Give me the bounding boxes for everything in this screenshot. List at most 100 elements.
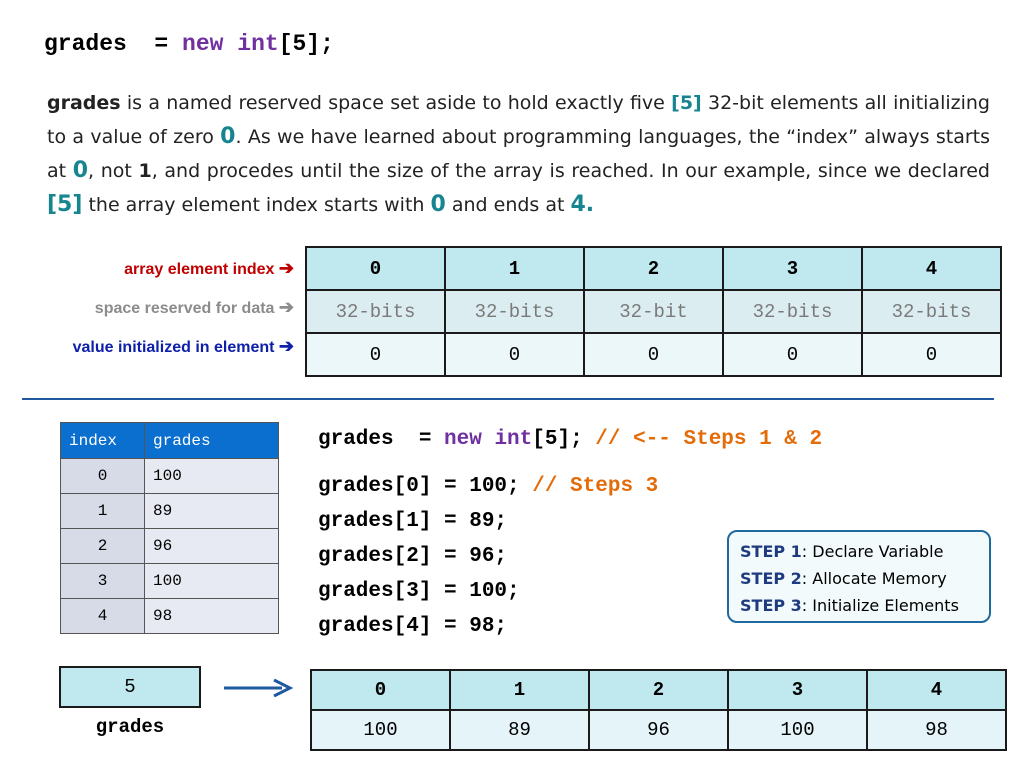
index-cell: 2 <box>583 246 724 291</box>
code-line-assign-0: grades[0] = 100; // Steps 3 <box>318 469 822 504</box>
label-index-text: array element index <box>124 261 275 278</box>
desc-one: 1 <box>138 160 152 182</box>
step-text: : Allocate Memory <box>801 569 947 588</box>
label-array-element-index: array element index ➔ <box>124 258 294 279</box>
space-cell: 32-bit <box>583 289 724 334</box>
value-cell: 0 <box>722 332 863 377</box>
label-value-text: value initialized in element <box>72 339 275 356</box>
code-comment-steps-1-2: // <-- Steps 1 & 2 <box>595 428 823 451</box>
desc-four: 4. <box>570 192 595 217</box>
desc-zero: 0 <box>220 124 236 149</box>
right-arrow-icon: ➔ <box>278 258 294 278</box>
row-index: 1 <box>60 493 145 529</box>
table-header-row: index grades <box>60 422 279 459</box>
value-cell: 98 <box>866 709 1007 751</box>
header-grades: grades <box>144 422 279 459</box>
index-cell: 3 <box>722 246 863 291</box>
space-cell: 32-bits <box>722 289 863 334</box>
row-grade: 89 <box>144 493 279 529</box>
space-cell: 32-bits <box>305 289 446 334</box>
row-index: 4 <box>60 598 145 634</box>
desc-zero-2: 0 <box>72 158 89 183</box>
code-line-declare: grades = new int[5]; // <-- Steps 1 & 2 <box>318 422 822 457</box>
label-space-text: space reserved for data <box>94 300 275 317</box>
section-divider <box>22 398 994 400</box>
desc-text-b: 32-bit elements all initializing to a va… <box>47 92 990 148</box>
space-row: 32-bits 32-bits 32-bit 32-bits 32-bits <box>305 289 1002 334</box>
code-line-assign-1: grades[1] = 89; <box>318 510 508 533</box>
code-comment-steps-3: // Steps 3 <box>532 475 659 498</box>
right-arrow-icon: ➔ <box>278 297 294 317</box>
row-grade: 100 <box>144 458 279 494</box>
step-item: STEP 1: Declare Variable <box>740 538 979 565</box>
code-rest: [5]; <box>532 428 596 451</box>
title-keyword-new: new <box>182 31 224 57</box>
code-keyword-new: new <box>444 428 482 451</box>
row-grade: 98 <box>144 598 279 634</box>
step-text: : Declare Variable <box>801 542 944 561</box>
index-cell: 3 <box>727 669 868 711</box>
label-space-reserved: space reserved for data ➔ <box>95 297 294 318</box>
desc-text-f: the array element index starts with <box>82 194 431 216</box>
right-arrow-icon: ➔ <box>278 336 294 356</box>
desc-five: [5] <box>671 92 702 114</box>
grades-table: index grades 0 100 1 89 2 96 3 100 4 98 <box>60 422 279 634</box>
code-assign-0: grades[0] = 100; <box>318 475 533 498</box>
index-cell: 2 <box>588 669 729 711</box>
index-row: 0 1 2 3 4 <box>310 669 1007 711</box>
code-keyword-int: int <box>494 428 533 451</box>
desc-text-d: , not <box>88 160 139 182</box>
row-index: 2 <box>60 528 145 564</box>
desc-text-e: , and procedes until the size of the arr… <box>151 160 990 182</box>
pointer-arrow-icon <box>224 678 294 698</box>
variable-name: grades <box>95 716 165 738</box>
title-code-line: grades = new int[5]; <box>44 31 334 57</box>
row-grade: 96 <box>144 528 279 564</box>
code-line-assign-3: grades[3] = 100; <box>318 580 520 603</box>
row-grade: 100 <box>144 563 279 599</box>
code-var: grades = <box>318 428 445 451</box>
desc-var: grades <box>47 92 121 114</box>
index-row: 0 1 2 3 4 <box>305 246 1002 291</box>
desc-text-c: . As we have learned about programming l… <box>47 126 990 182</box>
step-key: STEP 2 <box>740 569 802 588</box>
index-cell: 1 <box>444 246 585 291</box>
step-key: STEP 3 <box>740 596 802 615</box>
table-row: 3 100 <box>60 563 279 599</box>
header-index: index <box>60 422 145 459</box>
value-cell: 0 <box>444 332 585 377</box>
steps-callout: STEP 1: Declare Variable STEP 2: Allocat… <box>727 530 991 623</box>
index-cell: 0 <box>305 246 446 291</box>
title-assign: = <box>126 31 183 57</box>
value-cell: 100 <box>310 709 451 751</box>
code-line-assign-4: grades[4] = 98; <box>318 615 508 638</box>
table-row: 1 89 <box>60 493 279 529</box>
row-index: 3 <box>60 563 145 599</box>
value-row: 100 89 96 100 98 <box>310 709 1007 751</box>
title-keyword-int: int <box>237 31 279 57</box>
title-var: grades <box>44 31 127 57</box>
space-cell: 32-bits <box>861 289 1002 334</box>
value-cell: 0 <box>305 332 446 377</box>
value-cell: 0 <box>861 332 1002 377</box>
desc-text-g: and ends at <box>445 194 571 216</box>
value-cell: 89 <box>449 709 590 751</box>
result-array-table: 0 1 2 3 4 100 89 96 100 98 <box>310 669 1007 751</box>
desc-five-2: [5] <box>47 192 83 217</box>
step-item: STEP 3: Initialize Elements <box>740 592 979 619</box>
table-row: 0 100 <box>60 458 279 494</box>
space-cell: 32-bits <box>444 289 585 334</box>
memory-layout-table: 0 1 2 3 4 32-bits 32-bits 32-bit 32-bits… <box>305 246 1002 377</box>
step-text: : Initialize Elements <box>801 596 959 615</box>
index-cell: 1 <box>449 669 590 711</box>
step-key: STEP 1 <box>740 542 802 561</box>
variable-box: 5 <box>59 666 201 708</box>
value-row: 0 0 0 0 0 <box>305 332 1002 377</box>
title-rest: [5]; <box>278 31 334 57</box>
value-cell: 100 <box>727 709 868 751</box>
label-value-initialized: value initialized in element ➔ <box>73 336 294 357</box>
index-cell: 4 <box>866 669 1007 711</box>
row-index: 0 <box>60 458 145 494</box>
index-cell: 4 <box>861 246 1002 291</box>
